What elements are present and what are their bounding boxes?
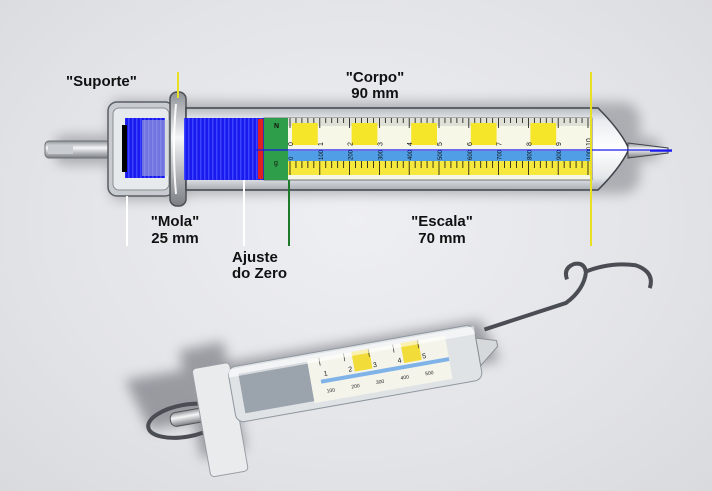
scale-upper-number: 10 <box>586 138 593 146</box>
scale-lower-unit: g <box>274 160 278 167</box>
scale-lower-number: 700 <box>498 149 504 160</box>
label-corpo-title: "Corpo" <box>345 69 405 86</box>
scale-yellow-block <box>351 123 378 145</box>
scale-unit-letter: N <box>274 123 279 130</box>
scale-lower-number: 200 <box>349 149 355 160</box>
scale-lower-number: 600 <box>468 149 474 160</box>
photo-lower-number: 500 <box>425 370 434 377</box>
zero-marker <box>258 119 263 179</box>
label-corpo-size: 90 mm <box>351 85 399 102</box>
scale-upper-number: 2 <box>348 142 355 146</box>
scale-lower-number: 100 <box>319 149 325 160</box>
guide-lines <box>126 72 592 246</box>
scale-lower-number: 0 <box>289 156 295 160</box>
scale-yellow-block <box>470 123 497 145</box>
scale-upper-number: 9 <box>556 142 563 146</box>
label-ajuste-line1: Ajuste <box>232 249 278 266</box>
photo-lower-number: 400 <box>400 374 409 381</box>
photo-upper-number: 5 <box>422 353 427 361</box>
scale-lower-number: 300 <box>378 149 384 160</box>
photo-upper-number: 3 <box>372 362 377 370</box>
scale-lower-number: 400 <box>408 149 414 160</box>
scale-upper-number: 3 <box>377 142 384 146</box>
scale-upper-number: 8 <box>526 142 533 146</box>
scale-upper-number: 6 <box>467 142 474 146</box>
scale-upper-number: 7 <box>497 142 504 146</box>
scale-upper-number: 5 <box>437 142 444 146</box>
label-escala-title: "Escala" <box>411 213 473 230</box>
photo-lower-number: 100 <box>326 387 335 394</box>
label-mola-size: 25 mm <box>151 230 199 247</box>
scale-yellow-block <box>411 123 437 145</box>
support-block <box>107 101 175 197</box>
scale-upper-number: 4 <box>407 142 414 146</box>
label-mola-title: "Mola" <box>150 213 200 230</box>
label-escala-size: 70 mm <box>418 230 466 247</box>
photo-lower-number: 300 <box>376 379 385 386</box>
photo-scale: 1 100 2 200 3 300 4 400 5 500 <box>146 261 653 478</box>
scale-lower-number: 800 <box>527 149 533 160</box>
label-suporte: "Suporte" <box>66 73 137 90</box>
photo-upper-number: 4 <box>397 357 402 365</box>
scale-lower-number: 900 <box>557 149 563 160</box>
photo-upper-number: 2 <box>348 366 353 374</box>
scale-upper-number: 0 <box>288 142 295 146</box>
label-ajuste-line2: do Zero <box>232 265 287 282</box>
photo-upper-number: 1 <box>323 370 328 378</box>
flange <box>169 91 187 207</box>
scale-panel: 0 0 1 100 2 200 3 300 4 400 5 500 6 600 7 700 8 800 9 900 10… <box>255 117 672 181</box>
scale-yellow-block <box>530 123 557 145</box>
scale-yellow-block <box>292 123 318 145</box>
spring <box>184 118 264 180</box>
photo-lower-number: 200 <box>351 383 360 390</box>
scale-lower-number: 500 <box>438 149 444 160</box>
scale-upper-number: 1 <box>318 142 325 146</box>
